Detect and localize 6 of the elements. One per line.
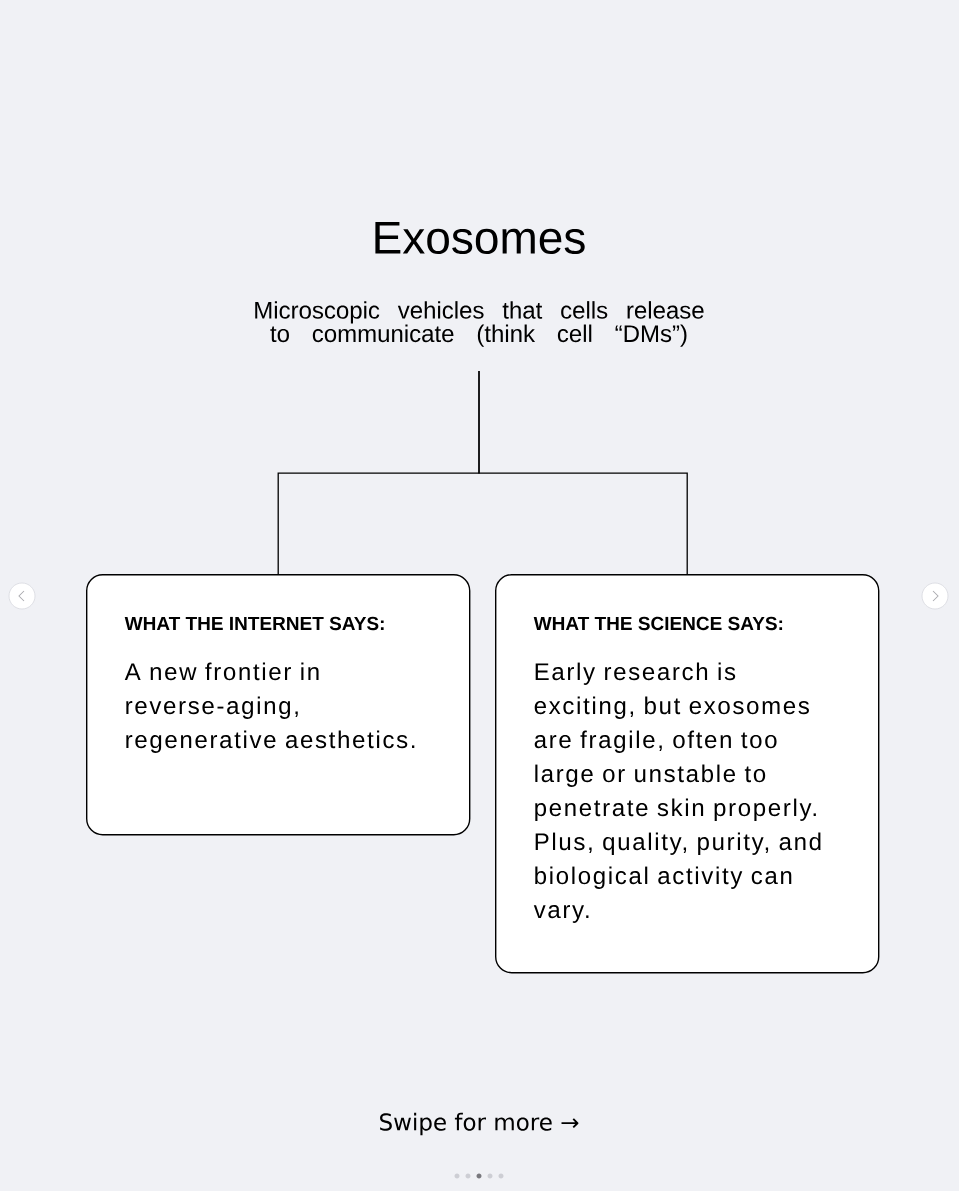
swipe-hint: Swipe for more → <box>380 1112 579 1136</box>
text-card: WHAT THE SCIENCE SAYS: Early research is exciting, but exosomes are fragile, often too large or unstable to penetrate skin properly. Plus, quality, purity, and biological activity can vary. <box>495 574 880 974</box>
text-card: WHAT THE INTERNET SAYS: A new frontier in reverse-aging, regenerative aesthetics. <box>86 574 471 836</box>
connector-line <box>478 370 688 575</box>
subtitle-text: Microscopic vehicles that cells release to communicate (think cell “DMs”) <box>255 301 704 347</box>
title: Exosomes <box>375 221 585 255</box>
